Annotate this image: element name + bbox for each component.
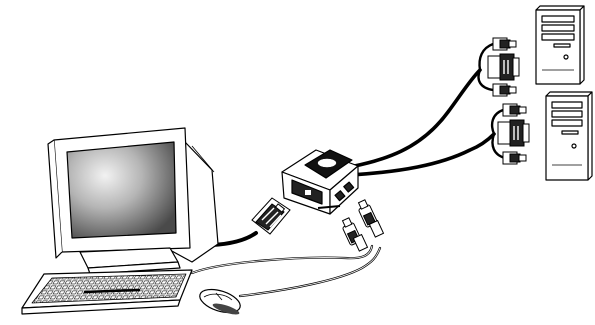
connector-group-computer-2 bbox=[498, 104, 529, 164]
keyboard-cable bbox=[192, 246, 372, 273]
ps2-plug-icon bbox=[342, 200, 383, 251]
vga-plug-icon bbox=[252, 198, 290, 234]
monitor-screen bbox=[67, 142, 176, 238]
tower-pc-icon bbox=[536, 6, 584, 84]
connector-group-computer-1 bbox=[488, 38, 519, 96]
crt-monitor-icon bbox=[48, 128, 218, 274]
monitor-vga-cable bbox=[212, 233, 256, 245]
keyboard-icon bbox=[22, 270, 192, 314]
mouse-icon bbox=[197, 285, 243, 317]
kvm-switch-icon bbox=[282, 150, 358, 214]
tower-pc-icon bbox=[546, 92, 592, 180]
mouse-cable bbox=[240, 248, 380, 296]
